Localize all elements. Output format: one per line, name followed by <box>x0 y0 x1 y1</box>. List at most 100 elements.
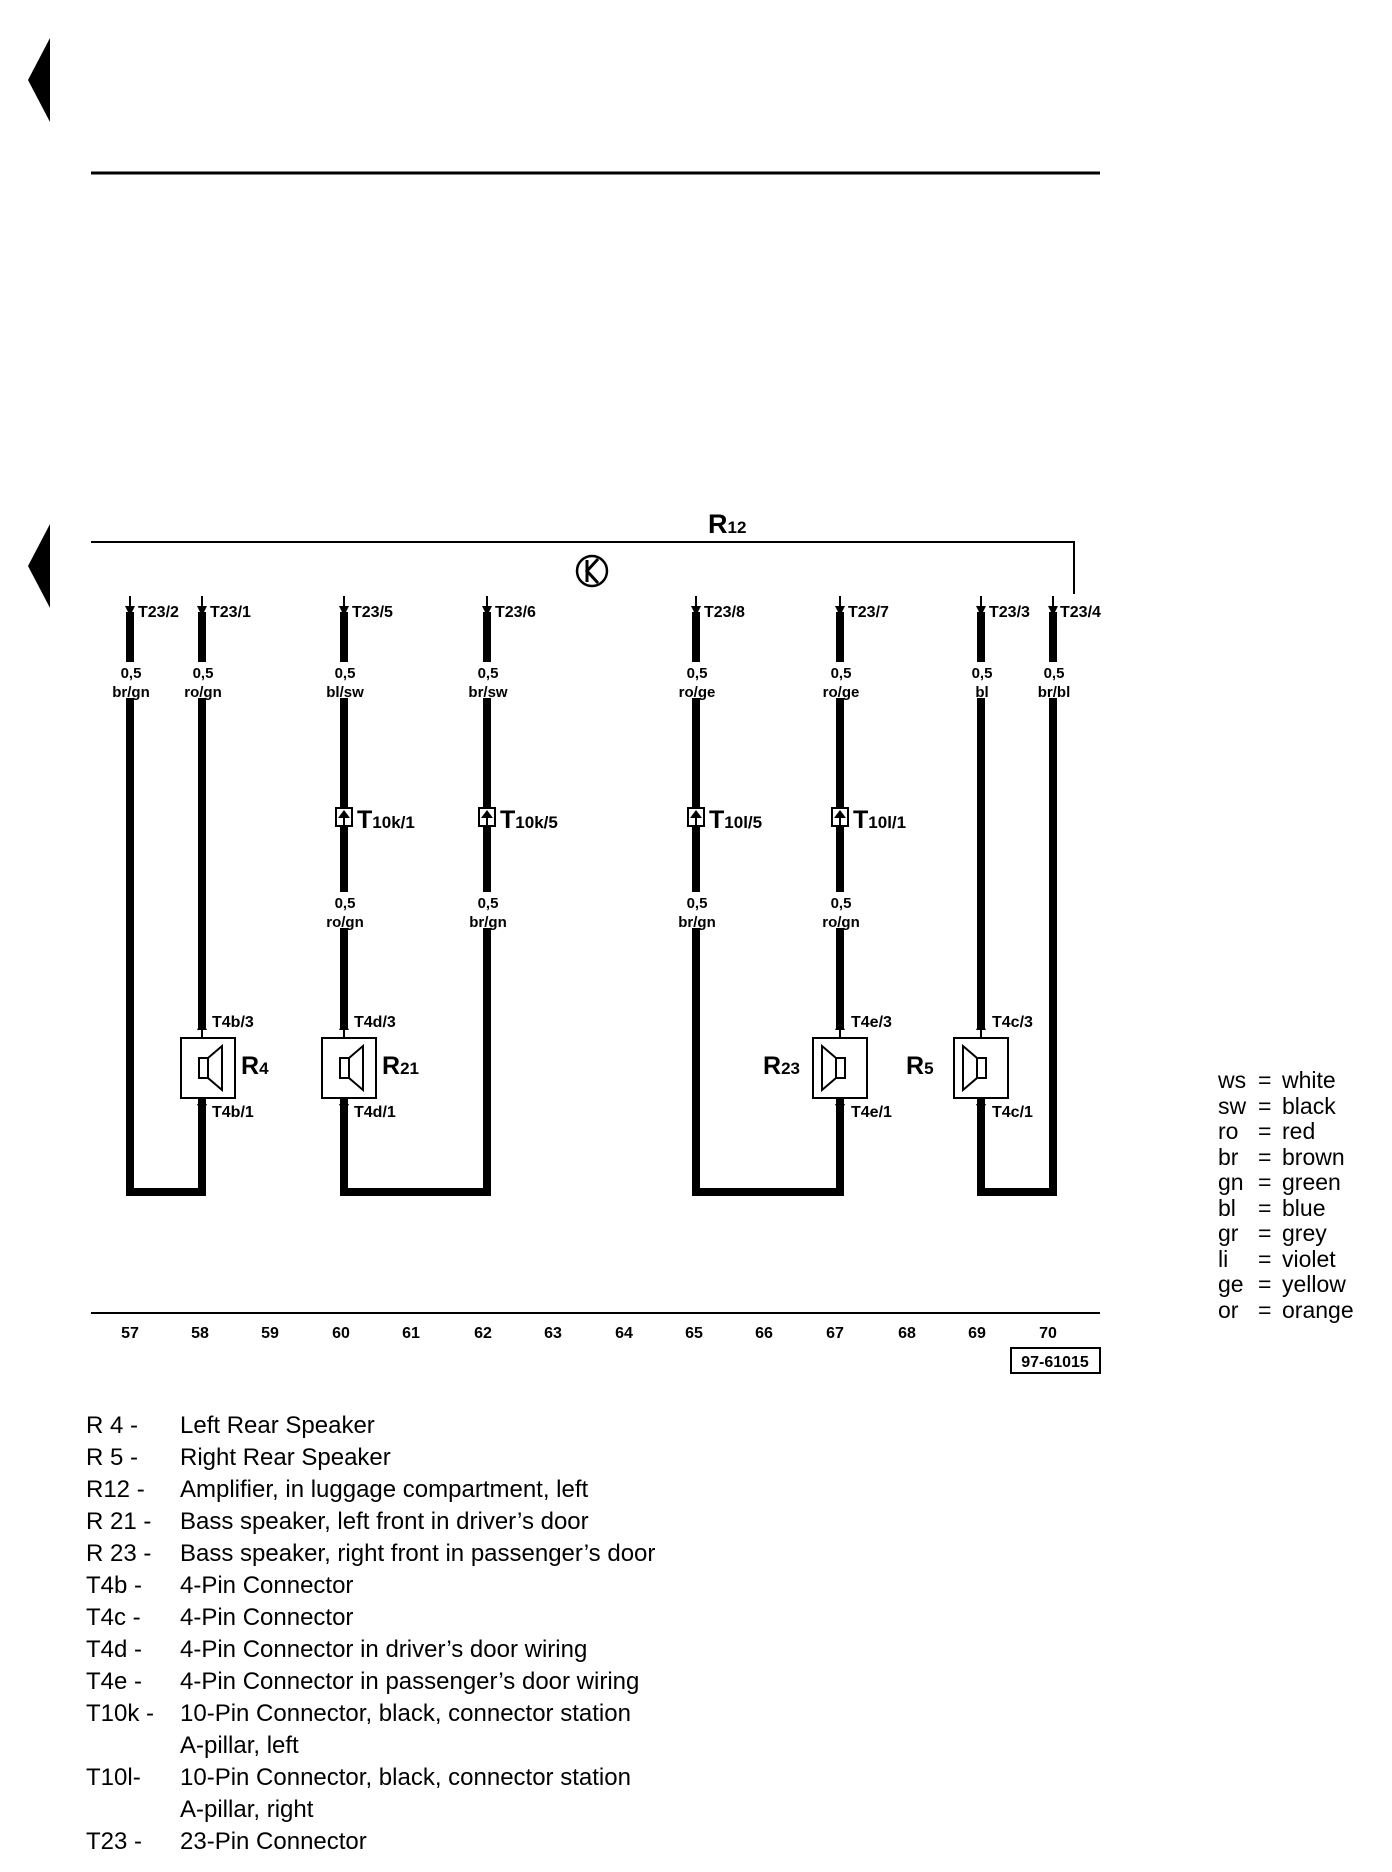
column-number: 70 <box>1039 1325 1057 1342</box>
part-code: T10l- <box>86 1764 141 1791</box>
color-name: brown <box>1282 1143 1345 1170</box>
equals-sign: = <box>1258 1271 1272 1297</box>
color-name: orange <box>1282 1296 1354 1323</box>
part-code: T10k - <box>86 1700 155 1727</box>
part-description: 4-Pin Connector in driver’s door wiring <box>180 1636 588 1663</box>
part-description: 4-Pin Connector in passenger’s door wiri… <box>180 1668 640 1695</box>
color-code: ws <box>1218 1067 1247 1093</box>
column-number: 57 <box>121 1325 139 1342</box>
color-name: white <box>1282 1067 1336 1093</box>
pin-label-t23-7: T23/7 <box>848 604 889 621</box>
part-code: T4e - <box>86 1668 143 1695</box>
speaker-r23: R23 T4e/3 T4e/1 <box>763 1014 892 1121</box>
connector-t10l-5: T10l/5 <box>687 806 762 834</box>
part-code: T23 - <box>86 1828 143 1855</box>
part-code: R 23 - <box>86 1540 152 1567</box>
wire-col69-70 <box>977 612 1057 1196</box>
page-marker-icon <box>28 524 50 608</box>
svg-text:0,5: 0,5 <box>335 895 356 912</box>
svg-text:bl/sw: bl/sw <box>326 684 364 701</box>
color-legend-row: sw=black <box>1218 1092 1354 1120</box>
svg-text:0,5: 0,5 <box>1044 665 1065 682</box>
color-name: grey <box>1282 1220 1327 1246</box>
svg-text:ro/gn: ro/gn <box>822 914 860 931</box>
column-number: 58 <box>191 1325 209 1342</box>
svg-text:br/gn: br/gn <box>469 914 507 931</box>
arrow-down-icon <box>1048 606 1058 616</box>
color-legend-row: ws = white <box>1218 1067 1354 1094</box>
pin-label-t23-5: T23/5 <box>352 604 393 621</box>
arrow-down-icon <box>339 1104 349 1114</box>
color-name: yellow <box>1282 1271 1346 1297</box>
pin-arrows <box>125 596 1058 616</box>
parts-legend-row: T4d -4-Pin Connector in driver’s door wi… <box>86 1634 655 1666</box>
parts-legend-row: R 4 - Left Rear Speaker <box>86 1410 655 1442</box>
part-description: 10-Pin Connector, black, connector stati… <box>180 1764 631 1823</box>
color-legend-row: bl=blue <box>1218 1194 1354 1222</box>
color-legend-row: ro=red <box>1218 1118 1354 1145</box>
color-legend-row: ge=yellow <box>1218 1271 1354 1298</box>
arrow-down-icon <box>976 1104 986 1114</box>
color-code: bl <box>1218 1194 1236 1221</box>
inline-connectors: T10k/1 T10k/5 T10l/5 T10l/1 <box>335 806 906 834</box>
reference-number: 97-61015 <box>1021 1354 1089 1371</box>
wire-col57-58 <box>126 612 206 1196</box>
arrow-down-icon <box>976 606 986 616</box>
part-code: T4b - <box>86 1572 143 1599</box>
parts-legend-row: T4e - 4-Pin Connector in passenger’s door… <box>86 1666 655 1698</box>
parts-legend-row: R 21 - Bass speaker, left front in drive… <box>86 1506 655 1538</box>
column-number: 60 <box>332 1325 350 1342</box>
pin-label-t4c-1: T4c/1 <box>992 1104 1033 1121</box>
svg-text:br/sw: br/sw <box>468 684 508 701</box>
pin-label-t4c-3: T4c/3 <box>992 1014 1033 1031</box>
color-legend-row: or=orange <box>1218 1296 1354 1324</box>
part-code: T4c - <box>86 1604 141 1631</box>
column-number: 69 <box>968 1325 986 1342</box>
pin-label-t4e-3: T4e/3 <box>851 1014 892 1031</box>
column-number: 62 <box>474 1325 492 1342</box>
color-name: black <box>1282 1092 1336 1119</box>
svg-text:T10l/1: T10l/1 <box>853 806 906 834</box>
part-code: R 21 - <box>86 1508 152 1535</box>
equals-sign: = <box>1258 1067 1272 1093</box>
parts-legend-row: R12 -Amplifier, in luggage compartment, … <box>86 1474 655 1506</box>
color-code: gr <box>1218 1220 1239 1246</box>
part-description: Amplifier, in luggage compartment, left <box>180 1476 589 1503</box>
color-code: gn <box>1218 1169 1244 1195</box>
reference-box: 97-61015 <box>1010 1347 1101 1374</box>
pin-label-t4e-1: T4e/1 <box>851 1104 892 1121</box>
svg-text:0,5: 0,5 <box>121 665 142 682</box>
color-legend-row: br=brown <box>1218 1143 1354 1171</box>
part-description: Right Rear Speaker <box>180 1444 391 1471</box>
pin-label-t23-4: T23/4 <box>1060 604 1101 621</box>
part-description: 4-Pin Connector <box>180 1604 354 1631</box>
pin-label-t23-2: T23/2 <box>138 604 179 621</box>
equals-sign: = <box>1258 1194 1272 1221</box>
column-number: 61 <box>402 1325 420 1342</box>
equals-sign: = <box>1258 1169 1272 1195</box>
svg-text:0,5: 0,5 <box>335 665 356 682</box>
svg-text:br/gn: br/gn <box>112 684 150 701</box>
pin-label-t4d-1: T4d/1 <box>354 1104 396 1121</box>
part-description: Left Rear Speaker <box>180 1412 375 1439</box>
part-description: Bass speaker, left front in driver’s doo… <box>180 1508 589 1535</box>
equals-sign: = <box>1258 1220 1272 1246</box>
pin-label-t23-3: T23/3 <box>989 604 1030 621</box>
wire-labels-lower: 0,5 ro/gn 0,5 br/gn 0,5 br/gn 0,5 ro/gn <box>322 892 862 931</box>
speaker-r21: R21 T4d/3 T4d/1 <box>321 1014 419 1121</box>
color-legend-row: li=violet <box>1218 1245 1354 1273</box>
color-name: violet <box>1282 1245 1336 1272</box>
svg-text:ro/ge: ro/ge <box>823 684 860 701</box>
speaker-pin-arrows <box>197 1020 986 1114</box>
column-number: 65 <box>685 1325 703 1342</box>
column-number: 67 <box>826 1325 844 1342</box>
equals-sign: = <box>1258 1245 1272 1272</box>
arrow-down-icon <box>197 606 207 616</box>
color-legend-row: gn=green <box>1218 1169 1354 1196</box>
ground-symbol-icon <box>575 554 609 588</box>
arrow-down-icon <box>339 606 349 616</box>
